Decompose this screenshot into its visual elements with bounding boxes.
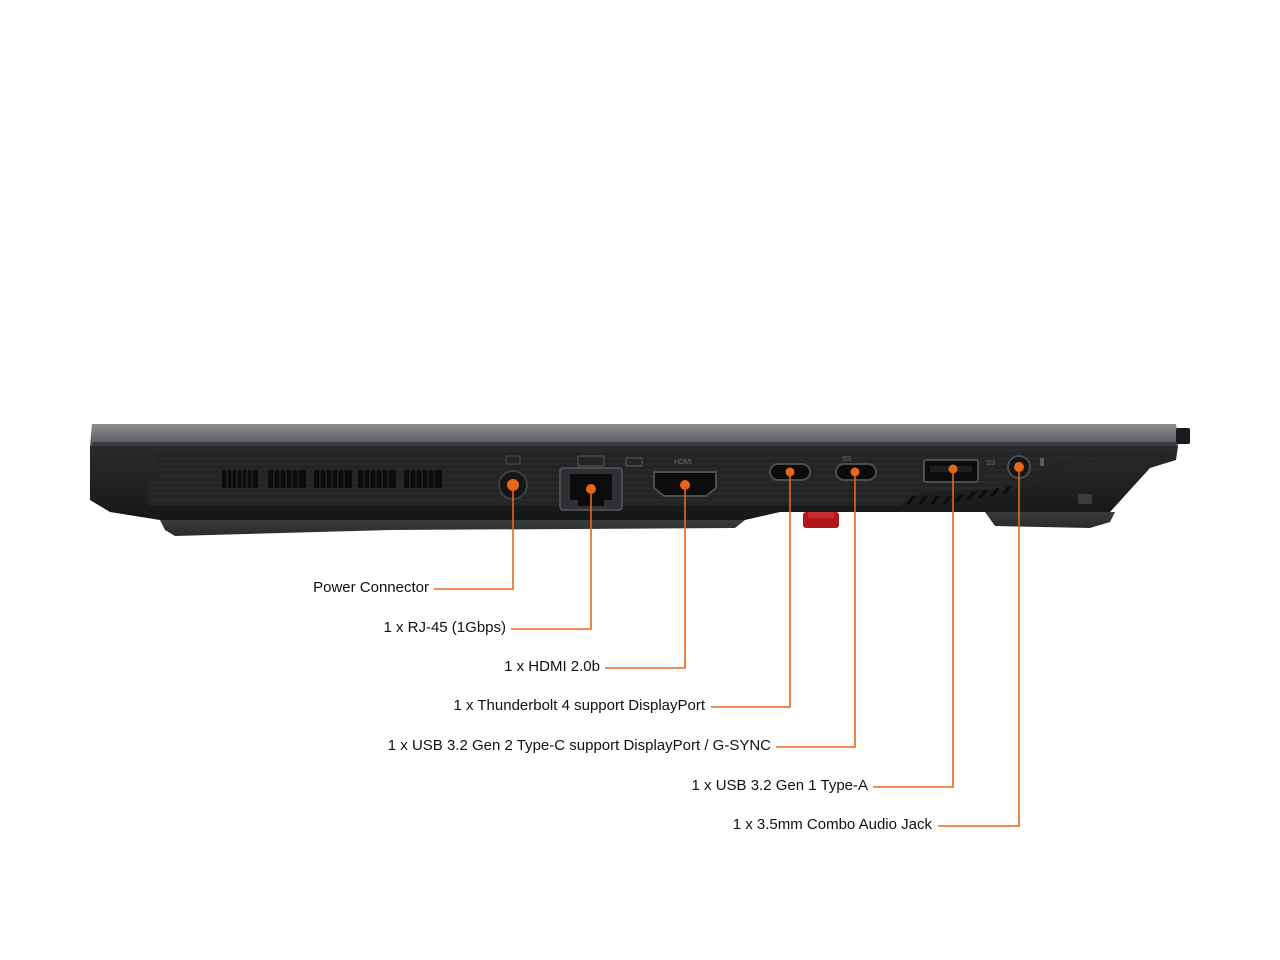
- leader-audio: [938, 472, 1020, 827]
- leader-usb-c: [776, 476, 856, 748]
- lid-edge: [92, 442, 1176, 446]
- power-connector: [498, 455, 528, 500]
- hdmi-marking: HDMI: [674, 459, 692, 466]
- audio-jack: [1007, 455, 1044, 479]
- hinge-tab: [1176, 428, 1190, 444]
- callout-power-connector: Power Connector: [313, 579, 429, 596]
- thunderbolt4-port: [769, 463, 811, 481]
- leader-power: [434, 491, 514, 590]
- leader-rj45: [511, 494, 592, 630]
- callout-rj45: 1 x RJ-45 (1Gbps): [383, 619, 506, 636]
- leader-hdmi: [605, 490, 686, 669]
- laptop-lid: [90, 424, 1178, 446]
- callout-hdmi: 1 x HDMI 2.0b: [504, 658, 600, 675]
- callout-audio-jack: 1 x 3.5mm Combo Audio Jack: [732, 816, 932, 833]
- usb-a-port: [923, 459, 979, 483]
- hdmi-port: [653, 471, 717, 497]
- side-vents: [906, 486, 1012, 504]
- leader-usb-a: [873, 473, 954, 788]
- leader-lines: [434, 472, 1020, 827]
- usb-a-marking: SS: [986, 460, 996, 467]
- right-foot: [985, 512, 1115, 528]
- callout-usb-c-gen2: 1 x USB 3.2 Gen 2 Type-C support Display…: [387, 737, 771, 754]
- callout-thunderbolt4: 1 x Thunderbolt 4 support DisplayPort: [453, 697, 705, 714]
- leader-thunderbolt: [711, 476, 791, 708]
- rj45-marking: [625, 457, 643, 467]
- usb-c-marking: SS: [842, 456, 852, 463]
- rj45-port: [559, 455, 623, 511]
- callout-usb-a: 1 x USB 3.2 Gen 1 Type-A: [691, 777, 868, 794]
- kensington-slot: [1078, 494, 1092, 504]
- usb-c-gen2-port: [835, 463, 877, 481]
- left-foot: [160, 520, 745, 536]
- vent-grilles: [222, 470, 442, 488]
